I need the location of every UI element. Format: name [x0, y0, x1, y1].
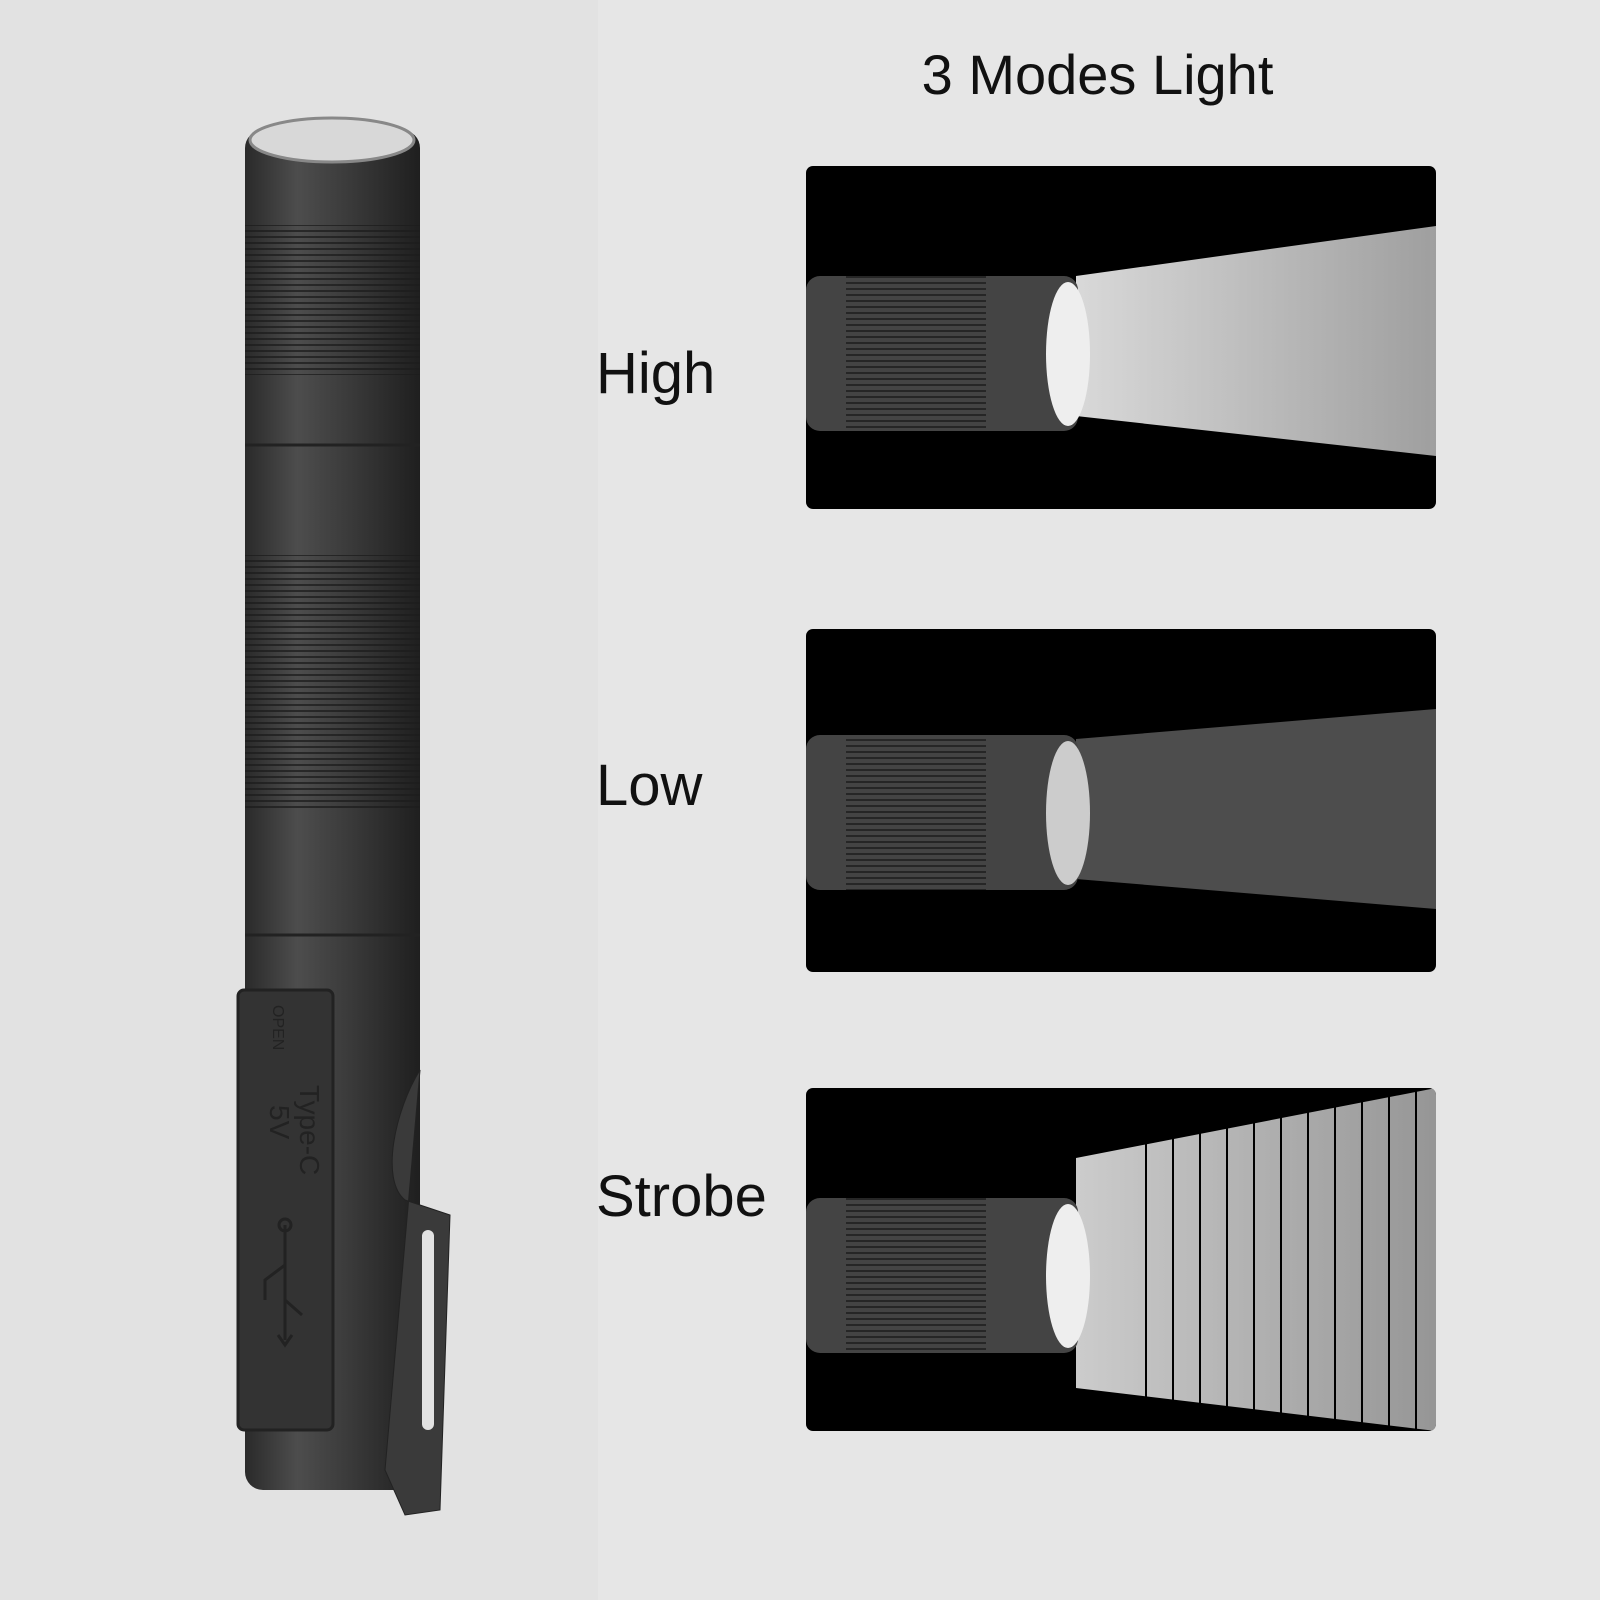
panel-high [806, 166, 1436, 509]
light-beam [1076, 1088, 1436, 1431]
mode-label-high: High [596, 341, 716, 406]
panel-strobe [806, 1088, 1436, 1431]
flashlight-lens [248, 116, 416, 164]
flashlight-image: OPEN Type-C 5V [236, 116, 451, 1516]
light-beam [1076, 226, 1436, 456]
clip-voltage-text: 5V [264, 1105, 295, 1140]
usb-icon [263, 1217, 303, 1348]
port-cover [236, 988, 335, 1432]
light-beam [1076, 709, 1436, 909]
mode-label-strobe: Strobe [596, 1164, 767, 1229]
clip-open-text: OPEN [269, 1005, 286, 1050]
clip-type-c-text: Type-C [294, 1085, 325, 1175]
mode-label-low: Low [596, 753, 703, 818]
panel-low [806, 629, 1436, 972]
title: 3 Modes Light [921, 43, 1274, 106]
